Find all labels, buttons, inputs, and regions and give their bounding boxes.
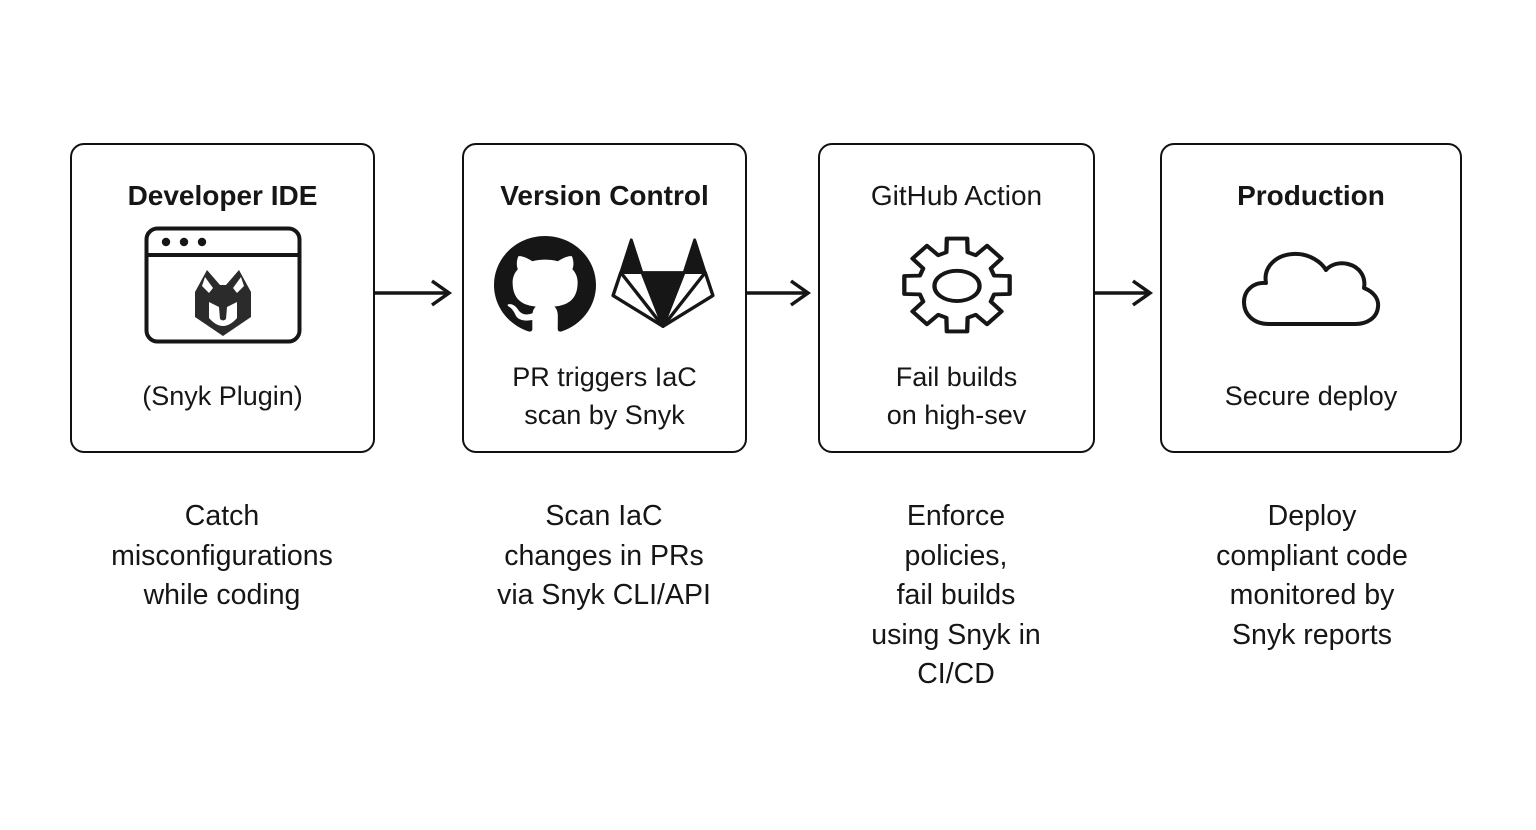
stage-box-developer-ide: Developer IDE (Snyk Plugin) [70,143,375,453]
flow-arrow-1 [375,279,453,307]
stage-box-production: Production Secure deploy [1160,143,1462,453]
stage-description-version-control: Scan IaC changes in PRs via Snyk CLI/API [497,500,711,611]
stage-title: Production [1237,180,1385,211]
stage-caption: Fail builds on high-sev [886,362,1027,430]
gear-icon [901,236,1012,334]
flow-arrow-3 [1095,279,1154,307]
stage-caption: PR triggers IaC scan by Snyk [512,362,697,430]
stage-caption: Secure deploy [1224,381,1398,411]
cloud-icon [1242,251,1381,326]
stage-icon-row [470,213,739,357]
gitlab-logo-icon [610,238,715,328]
stage-box-version-control: Version Control PR triggers IaC scan by … [462,143,747,453]
stage-description-developer-ide: Catch misconfigurations while coding [111,500,333,611]
stage-icon-row [1168,213,1454,357]
stage-title: GitHub Action [870,180,1043,211]
snyk-dog-logo-icon [194,270,251,336]
stage-description-github-action: Enforce policies, fail builds using Snyk… [871,500,1041,690]
stage-description-production: Deploy compliant code monitored by Snyk … [1216,500,1408,651]
stage-box-github-action: GitHub Action Fail builds on high-sev [818,143,1095,453]
stage-title: Developer IDE [127,180,318,211]
stage-title: Version Control [500,180,709,211]
stage-icon-row [78,213,367,357]
flow-arrow-2 [747,279,812,307]
stage-icon-row [826,213,1087,357]
stage-caption: (Snyk Plugin) [142,381,303,411]
github-logo-icon [493,236,596,332]
browser-window-snyk-icon [144,226,301,344]
